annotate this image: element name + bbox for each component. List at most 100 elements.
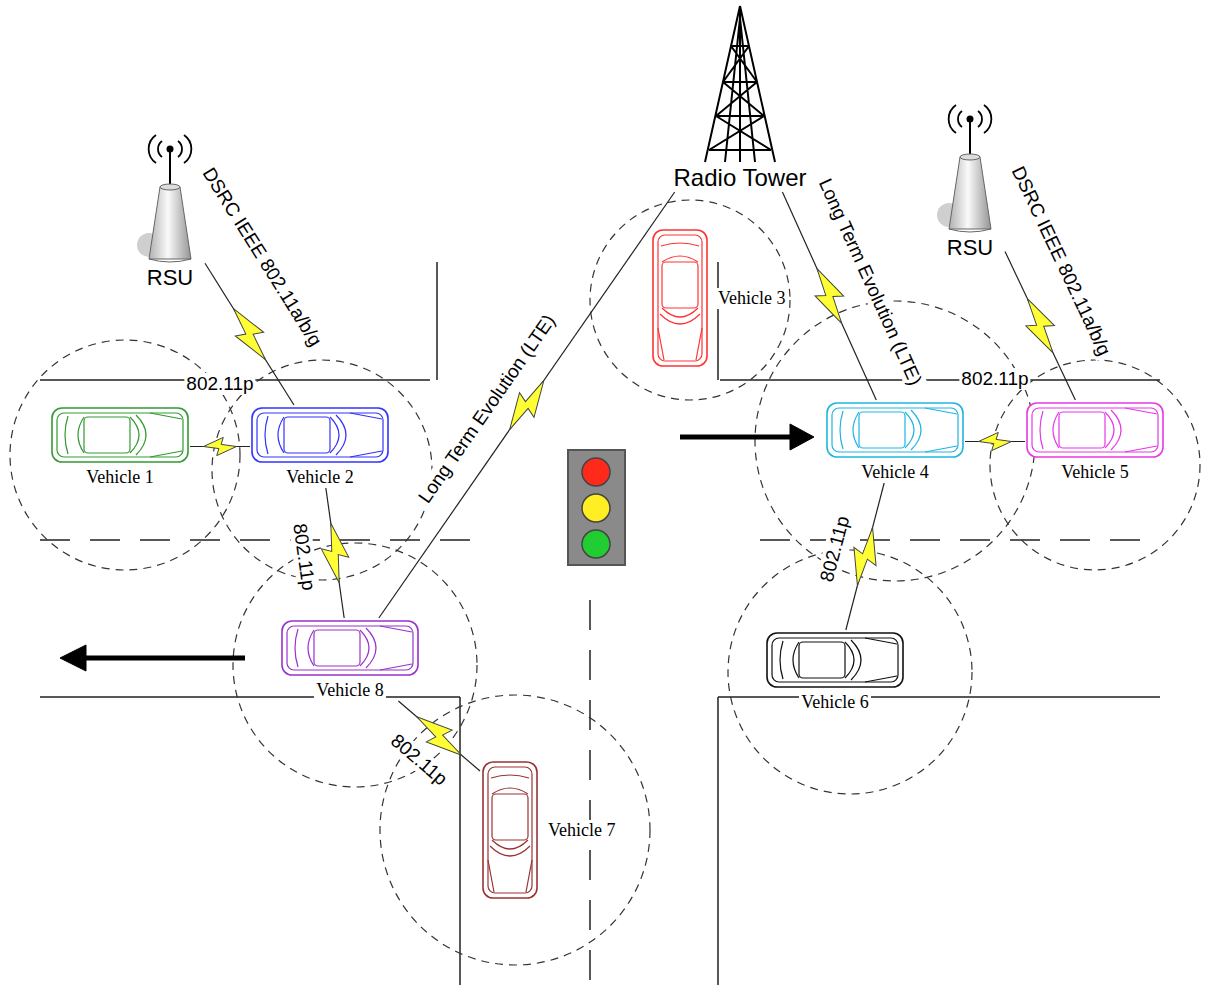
link-label: Long Term Evolution (LTE)	[412, 309, 560, 509]
vehicle-node: Vehicle 7	[480, 760, 617, 900]
traffic-light	[568, 450, 625, 565]
car-icon	[650, 228, 710, 368]
range-circle	[990, 360, 1200, 570]
car-icon-part	[57, 413, 183, 457]
car-icon-part	[52, 408, 188, 462]
rsu-icon	[935, 95, 1005, 235]
vehicle-node: Vehicle 8	[280, 618, 420, 701]
lightning-bolt	[805, 263, 853, 328]
node-label: Vehicle 6	[799, 692, 870, 713]
node-label: Vehicle 4	[859, 462, 930, 483]
car-icon-part-part	[488, 767, 532, 893]
radio-tower-icon-part	[705, 6, 775, 162]
wireless-link	[379, 192, 675, 618]
rsu-icon-part	[949, 229, 991, 232]
rsu-icon-part	[969, 122, 971, 157]
car-icon-part	[780, 638, 897, 682]
car-icon-part	[282, 621, 418, 675]
car-icon-part-part	[492, 794, 528, 840]
rsu-icon	[135, 125, 205, 265]
link-line	[846, 483, 884, 630]
lightning-bolt	[223, 302, 277, 367]
car-icon	[280, 618, 420, 678]
car-icon-part	[840, 408, 957, 452]
car-icon-part-part	[662, 262, 698, 308]
link-line	[379, 192, 675, 618]
radio-tower-icon	[695, 4, 785, 164]
node-label: RSU	[145, 265, 195, 290]
car-icon-part	[314, 630, 360, 666]
link-label: DSRC IEEE 802.11a/b/g	[1006, 162, 1116, 362]
radio-tower-node: Radio Tower	[672, 4, 809, 192]
lightning-bolt	[845, 524, 885, 589]
car-icon	[50, 405, 190, 465]
car-icon-part-part	[483, 762, 537, 898]
car-icon-part-part	[658, 243, 702, 360]
car-icon-part-part	[653, 230, 707, 366]
link-label: 802.11p	[959, 368, 1030, 390]
car-icon	[765, 630, 905, 690]
node-label: RSU	[945, 235, 995, 260]
rsu-icon-part	[149, 259, 191, 262]
car-icon-part	[1032, 408, 1158, 452]
rsu-icon-part	[160, 184, 180, 190]
lightning-bolt	[318, 521, 352, 584]
vehicle-node: Vehicle 6	[765, 630, 905, 713]
vehicle-node: Vehicle 1	[50, 405, 190, 488]
car-icon-part	[287, 626, 413, 670]
lightning-bolt	[204, 437, 237, 455]
wireless-link	[965, 432, 1025, 450]
rsu-node: RSU	[935, 95, 1005, 260]
car-icon-part	[65, 413, 182, 457]
node-label: Vehicle 7	[546, 820, 617, 841]
direction-arrow-head	[790, 424, 814, 450]
traffic-light-housing	[568, 450, 625, 565]
car-icon-part	[859, 412, 905, 448]
road-lines	[40, 262, 1160, 985]
wireless-link	[318, 488, 352, 618]
link-line	[782, 192, 876, 400]
direction-arrow-head	[60, 645, 86, 671]
wireless-link	[782, 192, 876, 400]
vehicle-node: Vehicle 3	[650, 228, 787, 368]
wireless-link	[845, 483, 885, 630]
node-label: Vehicle 3	[716, 288, 787, 309]
car-icon-part	[767, 633, 903, 687]
rsu-icon-part	[949, 157, 991, 229]
car-icon-part	[772, 638, 898, 682]
red-lamp	[582, 458, 610, 486]
rsu-icon-part	[960, 154, 980, 160]
car-icon-part	[799, 642, 845, 678]
vehicle-node: Vehicle 2	[250, 405, 390, 488]
link-label: DSRC IEEE 802.11a/b/g	[196, 162, 327, 352]
rsu-node: RSU	[135, 125, 205, 290]
link-label: 802.11p	[184, 373, 255, 395]
lightning-bolt	[979, 432, 1012, 450]
car-icon-part	[1059, 412, 1105, 448]
car-icon-part	[1027, 403, 1163, 457]
car-icon-part	[483, 762, 537, 898]
car-icon-part	[265, 413, 382, 457]
green-lamp	[582, 530, 610, 558]
yellow-lamp	[582, 494, 610, 522]
car-icon	[1025, 400, 1165, 460]
lightning-bolt	[1016, 293, 1065, 358]
rsu-icon-part	[967, 116, 974, 123]
direction-arrow-shaft	[84, 656, 245, 661]
road-edge	[40, 262, 1160, 985]
vehicle-node: Vehicle 5	[1025, 400, 1165, 483]
car-icon-part-part	[658, 235, 702, 361]
range-circles	[10, 200, 1200, 965]
car-icon	[825, 400, 965, 460]
car-icon-part	[252, 408, 388, 462]
range-circle	[380, 695, 650, 965]
range-circle	[590, 200, 790, 400]
node-label: Vehicle 2	[284, 467, 355, 488]
car-icon-part	[827, 403, 963, 457]
car-icon-part	[832, 408, 958, 452]
car-icon-part	[257, 413, 383, 457]
car-icon-part	[295, 626, 412, 670]
car-icon-part	[284, 417, 330, 453]
